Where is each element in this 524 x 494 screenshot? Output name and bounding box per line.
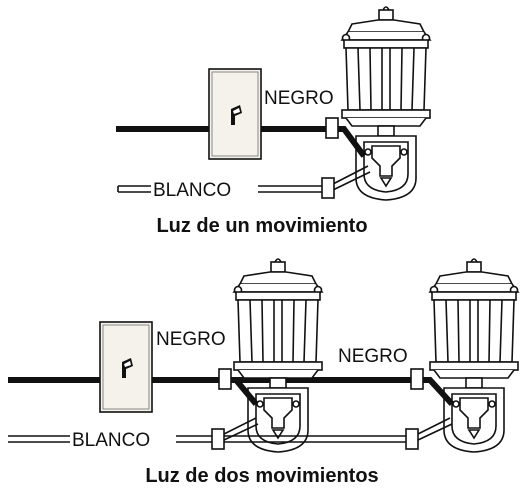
wire-nut-white-2 xyxy=(405,428,419,450)
diagram-two-lights: NEGRO NEGRO BLANCO Luz de dos movimiento… xyxy=(8,258,519,487)
label-blanco: BLANCO xyxy=(153,180,231,201)
lamp-fixture xyxy=(341,6,431,201)
caption-double: Luz de dos movimientos xyxy=(145,465,378,487)
wall-switch xyxy=(99,321,153,413)
label-negro: NEGRO xyxy=(264,88,334,109)
wall-switch xyxy=(208,68,262,160)
wire-nut-black-2 xyxy=(410,368,424,390)
caption-single: Luz de un movimiento xyxy=(156,215,367,237)
wire-nut-black-1 xyxy=(218,368,232,390)
wire-nut-white xyxy=(321,177,335,199)
label-negro-1: NEGRO xyxy=(156,329,226,350)
label-blanco: BLANCO xyxy=(72,430,150,451)
lamp-fixture-2 xyxy=(429,258,519,453)
wire-nut-white-1 xyxy=(211,428,225,450)
wire-nut-black xyxy=(325,117,339,139)
diagram-single-light: NEGRO BLANCO Luz de un movimiento xyxy=(116,6,431,237)
label-negro-2: NEGRO xyxy=(338,346,408,367)
